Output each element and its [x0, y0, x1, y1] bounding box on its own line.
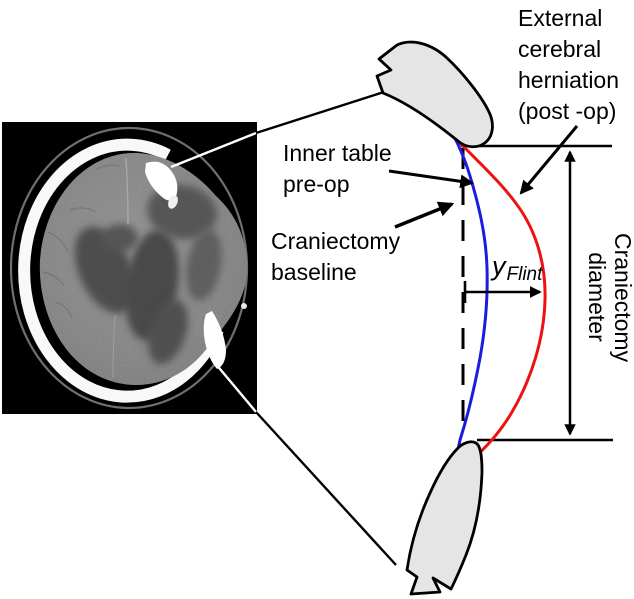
- top-connector-line-inner: [170, 131, 257, 169]
- defect-edge-top-dot: [168, 195, 178, 209]
- yflint-label: yFlint: [492, 251, 543, 285]
- yflint-subscript: Flint: [506, 264, 543, 285]
- baseline-arrow: [394, 201, 455, 229]
- top-bone-fragment: [375, 40, 494, 149]
- bottom-bone-fragment: [405, 440, 484, 596]
- inner-table-label: Inner table pre-op: [283, 140, 392, 197]
- inner-table-arrow: [388, 169, 475, 189]
- external-herniation-label: External cerebral herniation (post -op): [518, 5, 620, 124]
- skull-ring: [18, 138, 224, 403]
- herniation-arrow: [519, 125, 579, 195]
- sulci-lines: [41, 164, 121, 319]
- defect-edge-top: [145, 161, 178, 201]
- bottom-connector-line: [255, 411, 397, 566]
- ventricles-and-edema: [74, 184, 222, 364]
- bottom-connector-line-inner: [214, 362, 257, 413]
- top-connector-line: [255, 90, 385, 135]
- falx-line-top: [125, 157, 129, 225]
- craniectomy-diameter-label: Craniectomy diameter: [584, 233, 634, 363]
- scalp-bright-dot: [241, 303, 247, 309]
- craniectomy-baseline-label: Craniectomy baseline: [271, 228, 401, 285]
- defect-edge-bottom: [203, 311, 226, 369]
- yflint-symbol: y: [492, 251, 506, 281]
- ct-scan-image: [2, 122, 257, 414]
- falx-line-bottom: [112, 314, 116, 379]
